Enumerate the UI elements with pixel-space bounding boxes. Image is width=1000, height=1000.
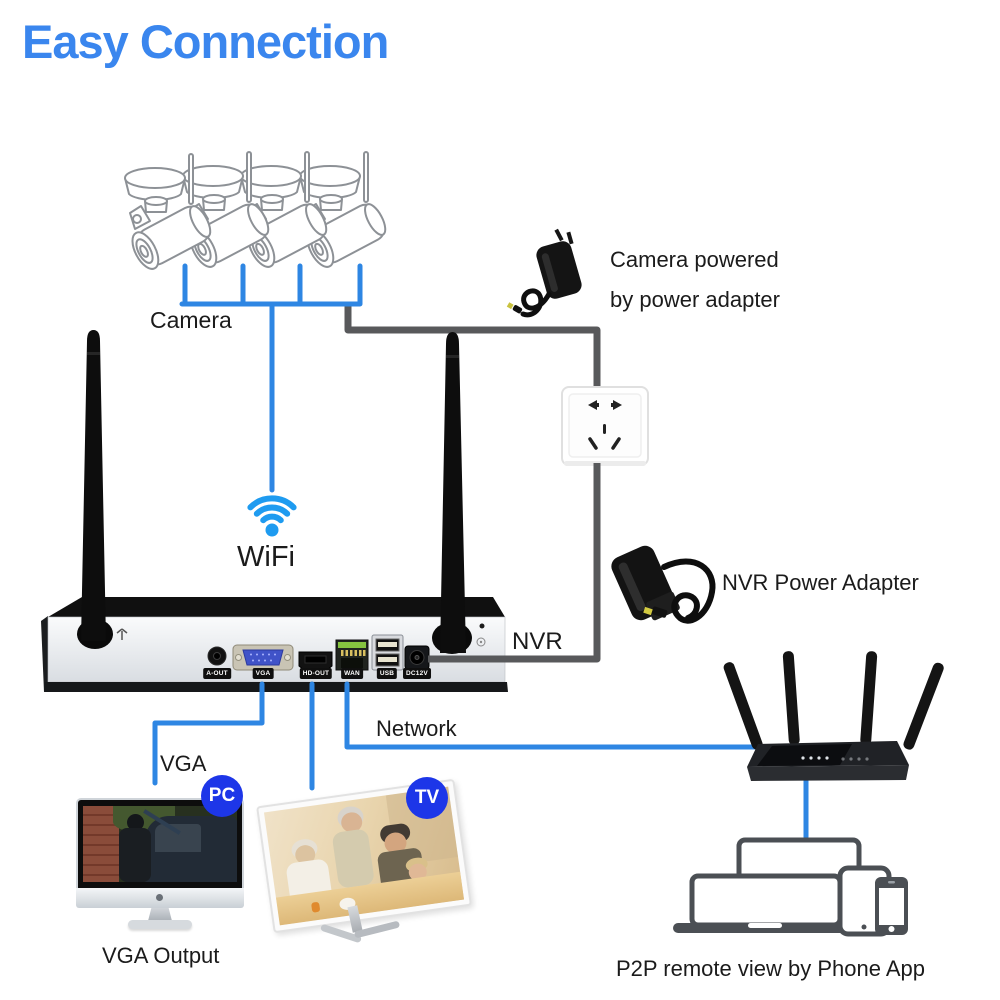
p2p-label: P2P remote view by Phone App [616,956,926,981]
nvr-port-wan [335,639,369,671]
camera-group [124,151,392,274]
nvr-port-label-wan: WAN [341,668,363,679]
remote-devices [673,837,908,937]
pc-badge: PC [201,775,243,817]
nvr-power-adapter-icon [611,545,716,624]
camera-power-cable [344,305,601,388]
nvr-port-hdmi [298,651,333,671]
nvr-power-cable [428,463,601,663]
camera-label: Camera [150,307,232,333]
output-links [152,681,809,840]
nvr-port-label-aout: A-OUT [203,668,231,679]
page-title: Easy Connection [22,15,389,68]
pc-screen [76,798,244,890]
camera-wifi-link [179,263,363,493]
power-adapter-icon [506,228,582,318]
laptop-icon [673,873,857,933]
nvr-port-label-hdout: HD-OUT [299,668,333,679]
nvr-port-dc12v [404,645,430,670]
phone-icon [875,877,908,935]
router-icon [723,651,944,781]
nvr-power-adapter-label: NVR Power Adapter [722,570,919,595]
tv-badge: TV [406,777,448,819]
wifi-icon [247,495,297,537]
nvr-port-aout [207,646,227,666]
pc-screen-image [83,806,237,882]
camera-power-label-line1: Camera powered [610,247,779,272]
pc-monitor [76,796,246,932]
nvr-port-label-vga: VGA [252,668,274,679]
vga-label: VGA [160,751,207,776]
nvr-antennas [81,330,466,653]
camera-power-label-line2: by power adapter [610,287,780,312]
vga-output-label: VGA Output [102,943,220,968]
wall-socket-icon [561,386,649,466]
wifi-label: WiFi [237,541,295,573]
network-label: Network [376,716,457,741]
nvr-port-label-dc12v: DC12V [403,668,431,679]
nvr-port-usb [371,634,404,671]
nvr-device [41,597,508,692]
nvr-label: NVR [512,628,563,655]
nvr-port-label-usb: USB [376,668,398,679]
nvr-port-vga [232,644,294,671]
